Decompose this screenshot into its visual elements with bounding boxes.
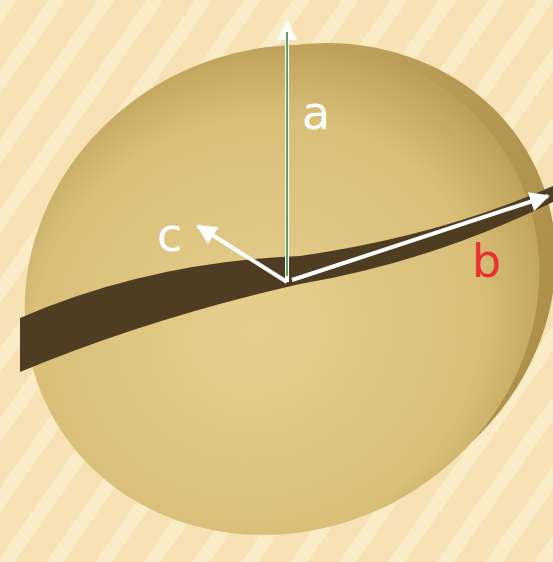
- axis-label: b: [472, 238, 501, 284]
- axis-label: a: [302, 90, 330, 136]
- axis-label: c: [157, 212, 182, 258]
